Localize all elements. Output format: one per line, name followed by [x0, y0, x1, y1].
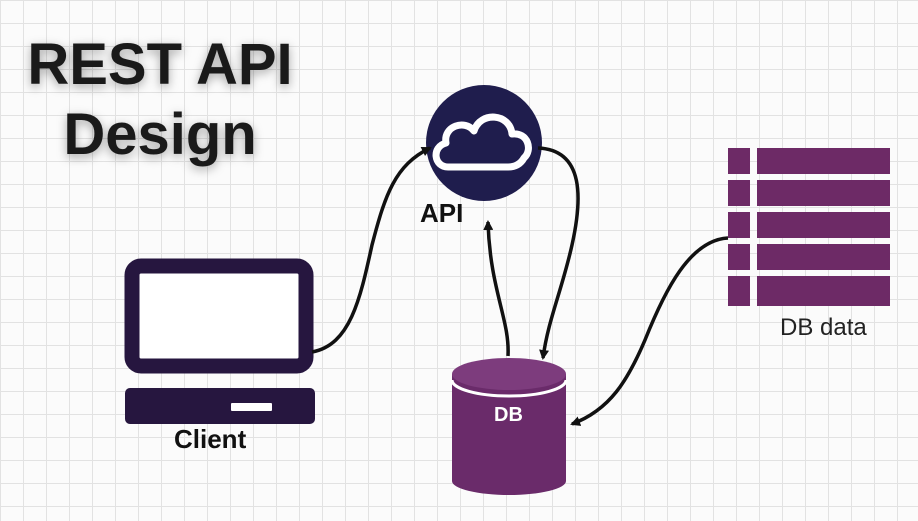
db-cylinder-top [452, 358, 566, 390]
api-label: API [420, 198, 464, 228]
db-data-label: DB data [780, 314, 867, 341]
db-data-row-3 [757, 212, 890, 238]
client-screen [124, 258, 314, 374]
arrow-db-to-api [483, 220, 510, 357]
diagram-title: REST API Design [10, 30, 310, 170]
db-cylinder-rim [450, 379, 568, 398]
db-data-row-1 [757, 148, 890, 174]
db-data-row-5 [757, 276, 890, 306]
arrow-api-to-db [537, 146, 580, 360]
client-base [125, 388, 315, 424]
db-data-cell-5 [728, 276, 750, 306]
title-line-2: Design [63, 102, 257, 167]
client-label: Client [174, 424, 247, 454]
db-label: DB [494, 404, 523, 426]
title-line-1: REST API [27, 32, 293, 97]
db-data-cell-4 [728, 244, 750, 270]
client-node [124, 258, 315, 424]
client-base-slot [231, 403, 272, 411]
cloud-icon [432, 113, 532, 171]
arrow-dbdata-to-db [570, 236, 729, 426]
api-node [426, 85, 542, 201]
api-circle [426, 85, 542, 201]
db-data-cell-3 [728, 212, 750, 238]
db-data-row-4 [757, 244, 890, 270]
db-cylinder-body [452, 374, 566, 495]
db-data-row-2 [757, 180, 890, 206]
db-data-node [728, 148, 890, 306]
db-data-cell-1 [728, 148, 750, 174]
db-data-cell-2 [728, 180, 750, 206]
db-node [450, 358, 568, 495]
arrow-client-to-api [311, 146, 432, 354]
